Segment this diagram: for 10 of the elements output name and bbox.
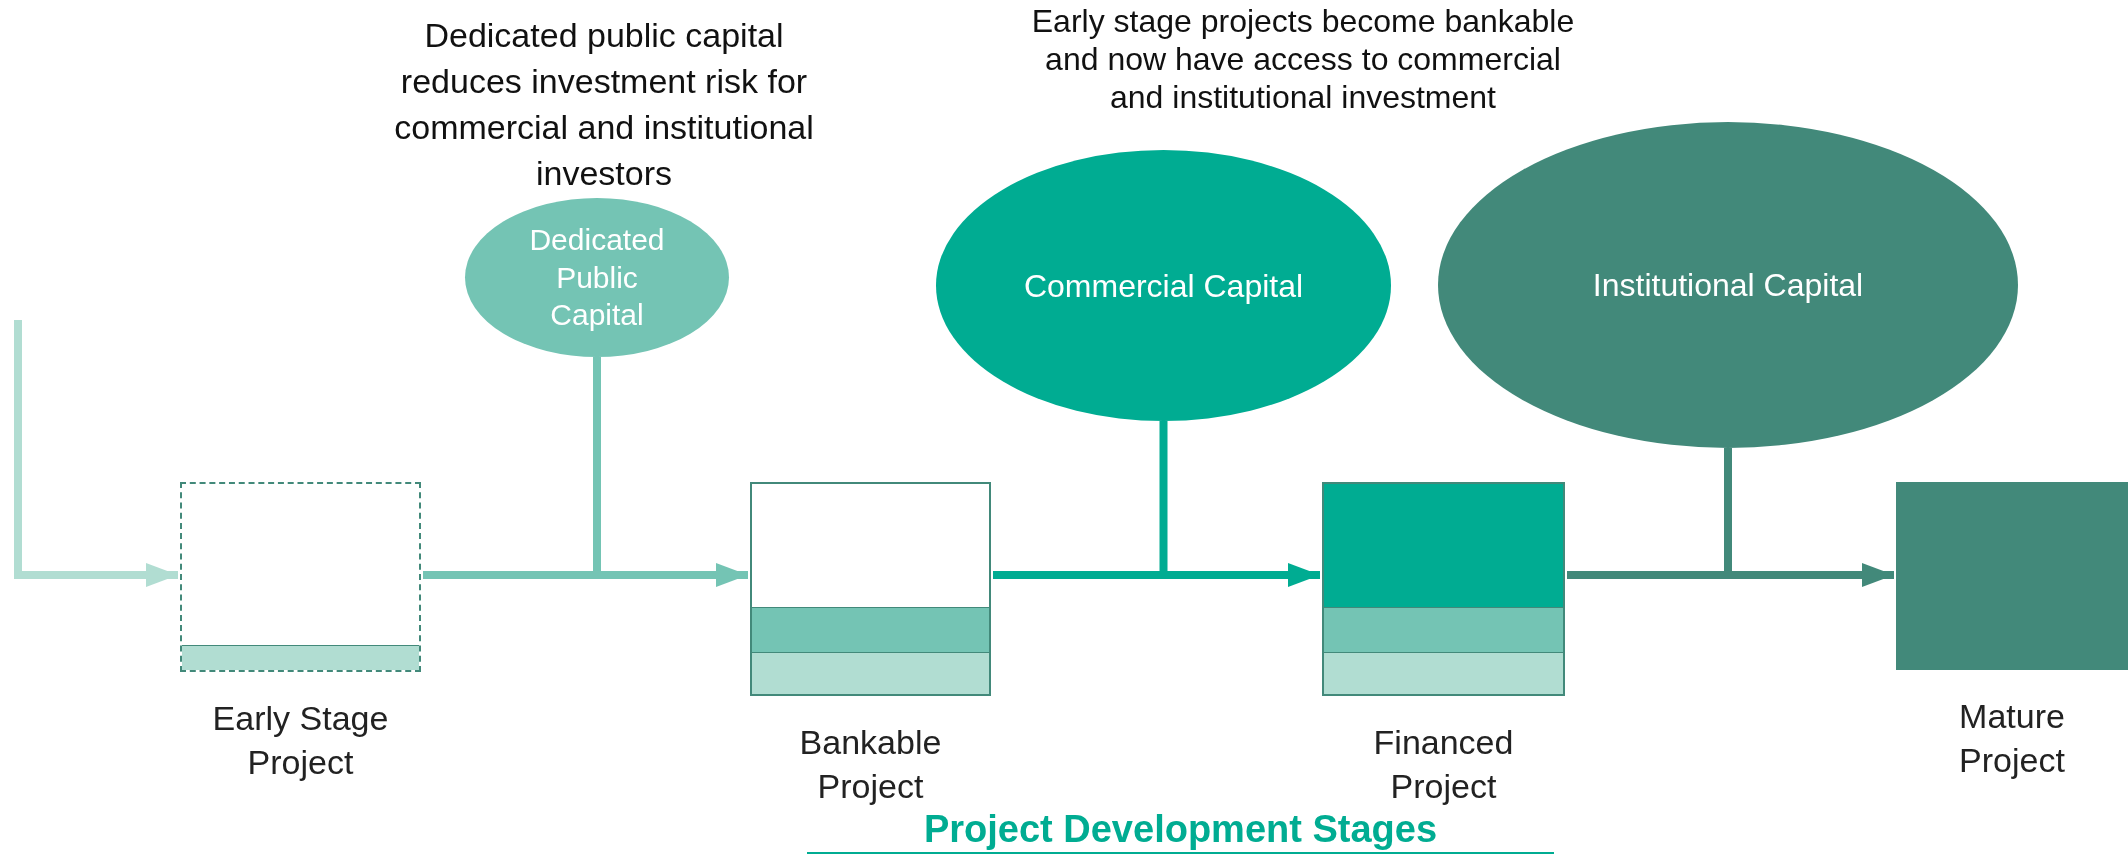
capital-label: Institutional Capital	[1592, 266, 1864, 305]
stage-label: Mature Project	[1958, 696, 2066, 781]
stage-label: Financed Project	[1372, 722, 1515, 807]
capital-label: Commercial Capital	[1023, 266, 1304, 306]
stage-label: Bankable Project	[798, 722, 943, 807]
stage-label: Early Stage Project	[211, 698, 390, 783]
callout-text: Dedicated public capital reduces investment risk for commercial and institutional investors	[394, 15, 814, 194]
callout-text: Early stage projects become bankable and now have access to commercial and institutional investment	[1030, 2, 1576, 116]
capital-label: Dedicated Public Capital	[528, 222, 666, 334]
title-heading: Project Development Stages	[807, 806, 1554, 854]
